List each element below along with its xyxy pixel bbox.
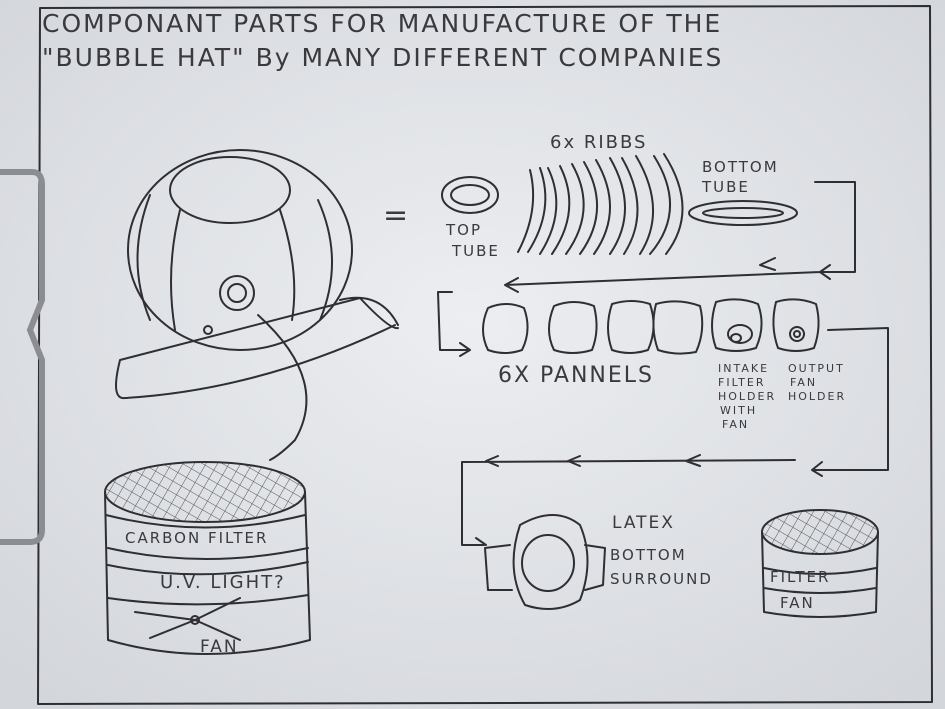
carbon-filter-label: CARBON FILTER (125, 529, 268, 547)
svg-text:FAN: FAN (790, 376, 817, 389)
filter-fan-drawing (761, 509, 879, 618)
latex-label-2: BOTTOM (610, 546, 687, 564)
page-border (37, 5, 933, 705)
flow-arrow-2 (461, 327, 889, 546)
svg-text:HOLDER: HOLDER (718, 390, 776, 403)
title-line-2: "BUBBLE HAT" By MANY DIFFERENT COMPANIES (42, 43, 723, 72)
uv-light-label: U.V. LIGHT? (160, 572, 286, 593)
panels-drawing (482, 298, 820, 355)
svg-text:HOLDER: HOLDER (788, 390, 846, 403)
top-tube-label-2: TUBE (451, 242, 500, 260)
bottom-tube-drawing (688, 200, 798, 226)
bottom-tube-label-2: TUBE (701, 178, 750, 196)
top-tube-drawing (441, 176, 499, 214)
svg-text:FILTER: FILTER (718, 376, 766, 389)
svg-text:INTAKE: INTAKE (718, 362, 769, 375)
binder-clip (0, 169, 45, 545)
fan-label: FAN (780, 594, 815, 612)
latex-surround-drawing (484, 514, 606, 610)
latex-label-3: SURROUND (610, 570, 713, 588)
latex-label-1: LATEX (612, 513, 675, 533)
ribs-drawing (517, 153, 684, 255)
panels-label: 6X PANNELS (498, 363, 654, 388)
filter-label: FILTER (770, 568, 830, 586)
title-line-1: COMPONANT PARTS FOR MANUFACTURE OF THE (42, 9, 722, 38)
svg-text:OUTPUT: OUTPUT (788, 362, 845, 375)
flow-arrow-1 (437, 181, 856, 357)
filter-unit-fan-label: FAN (200, 637, 239, 657)
equals-sign: = (383, 198, 410, 233)
bubble-hat-drawing (115, 149, 399, 461)
top-tube-label-1: TOP (445, 221, 482, 239)
filter-unit-drawing (104, 461, 311, 655)
bottom-tube-label-1: BOTTOM (702, 158, 779, 176)
svg-text:WITH: WITH (720, 404, 757, 417)
ribs-label: 6x RIBBS (550, 132, 647, 153)
svg-text:FAN: FAN (722, 418, 749, 431)
intake-label: INTAKE FILTER HOLDER WITH FAN (718, 362, 776, 431)
output-label: OUTPUT FAN HOLDER (788, 362, 846, 403)
